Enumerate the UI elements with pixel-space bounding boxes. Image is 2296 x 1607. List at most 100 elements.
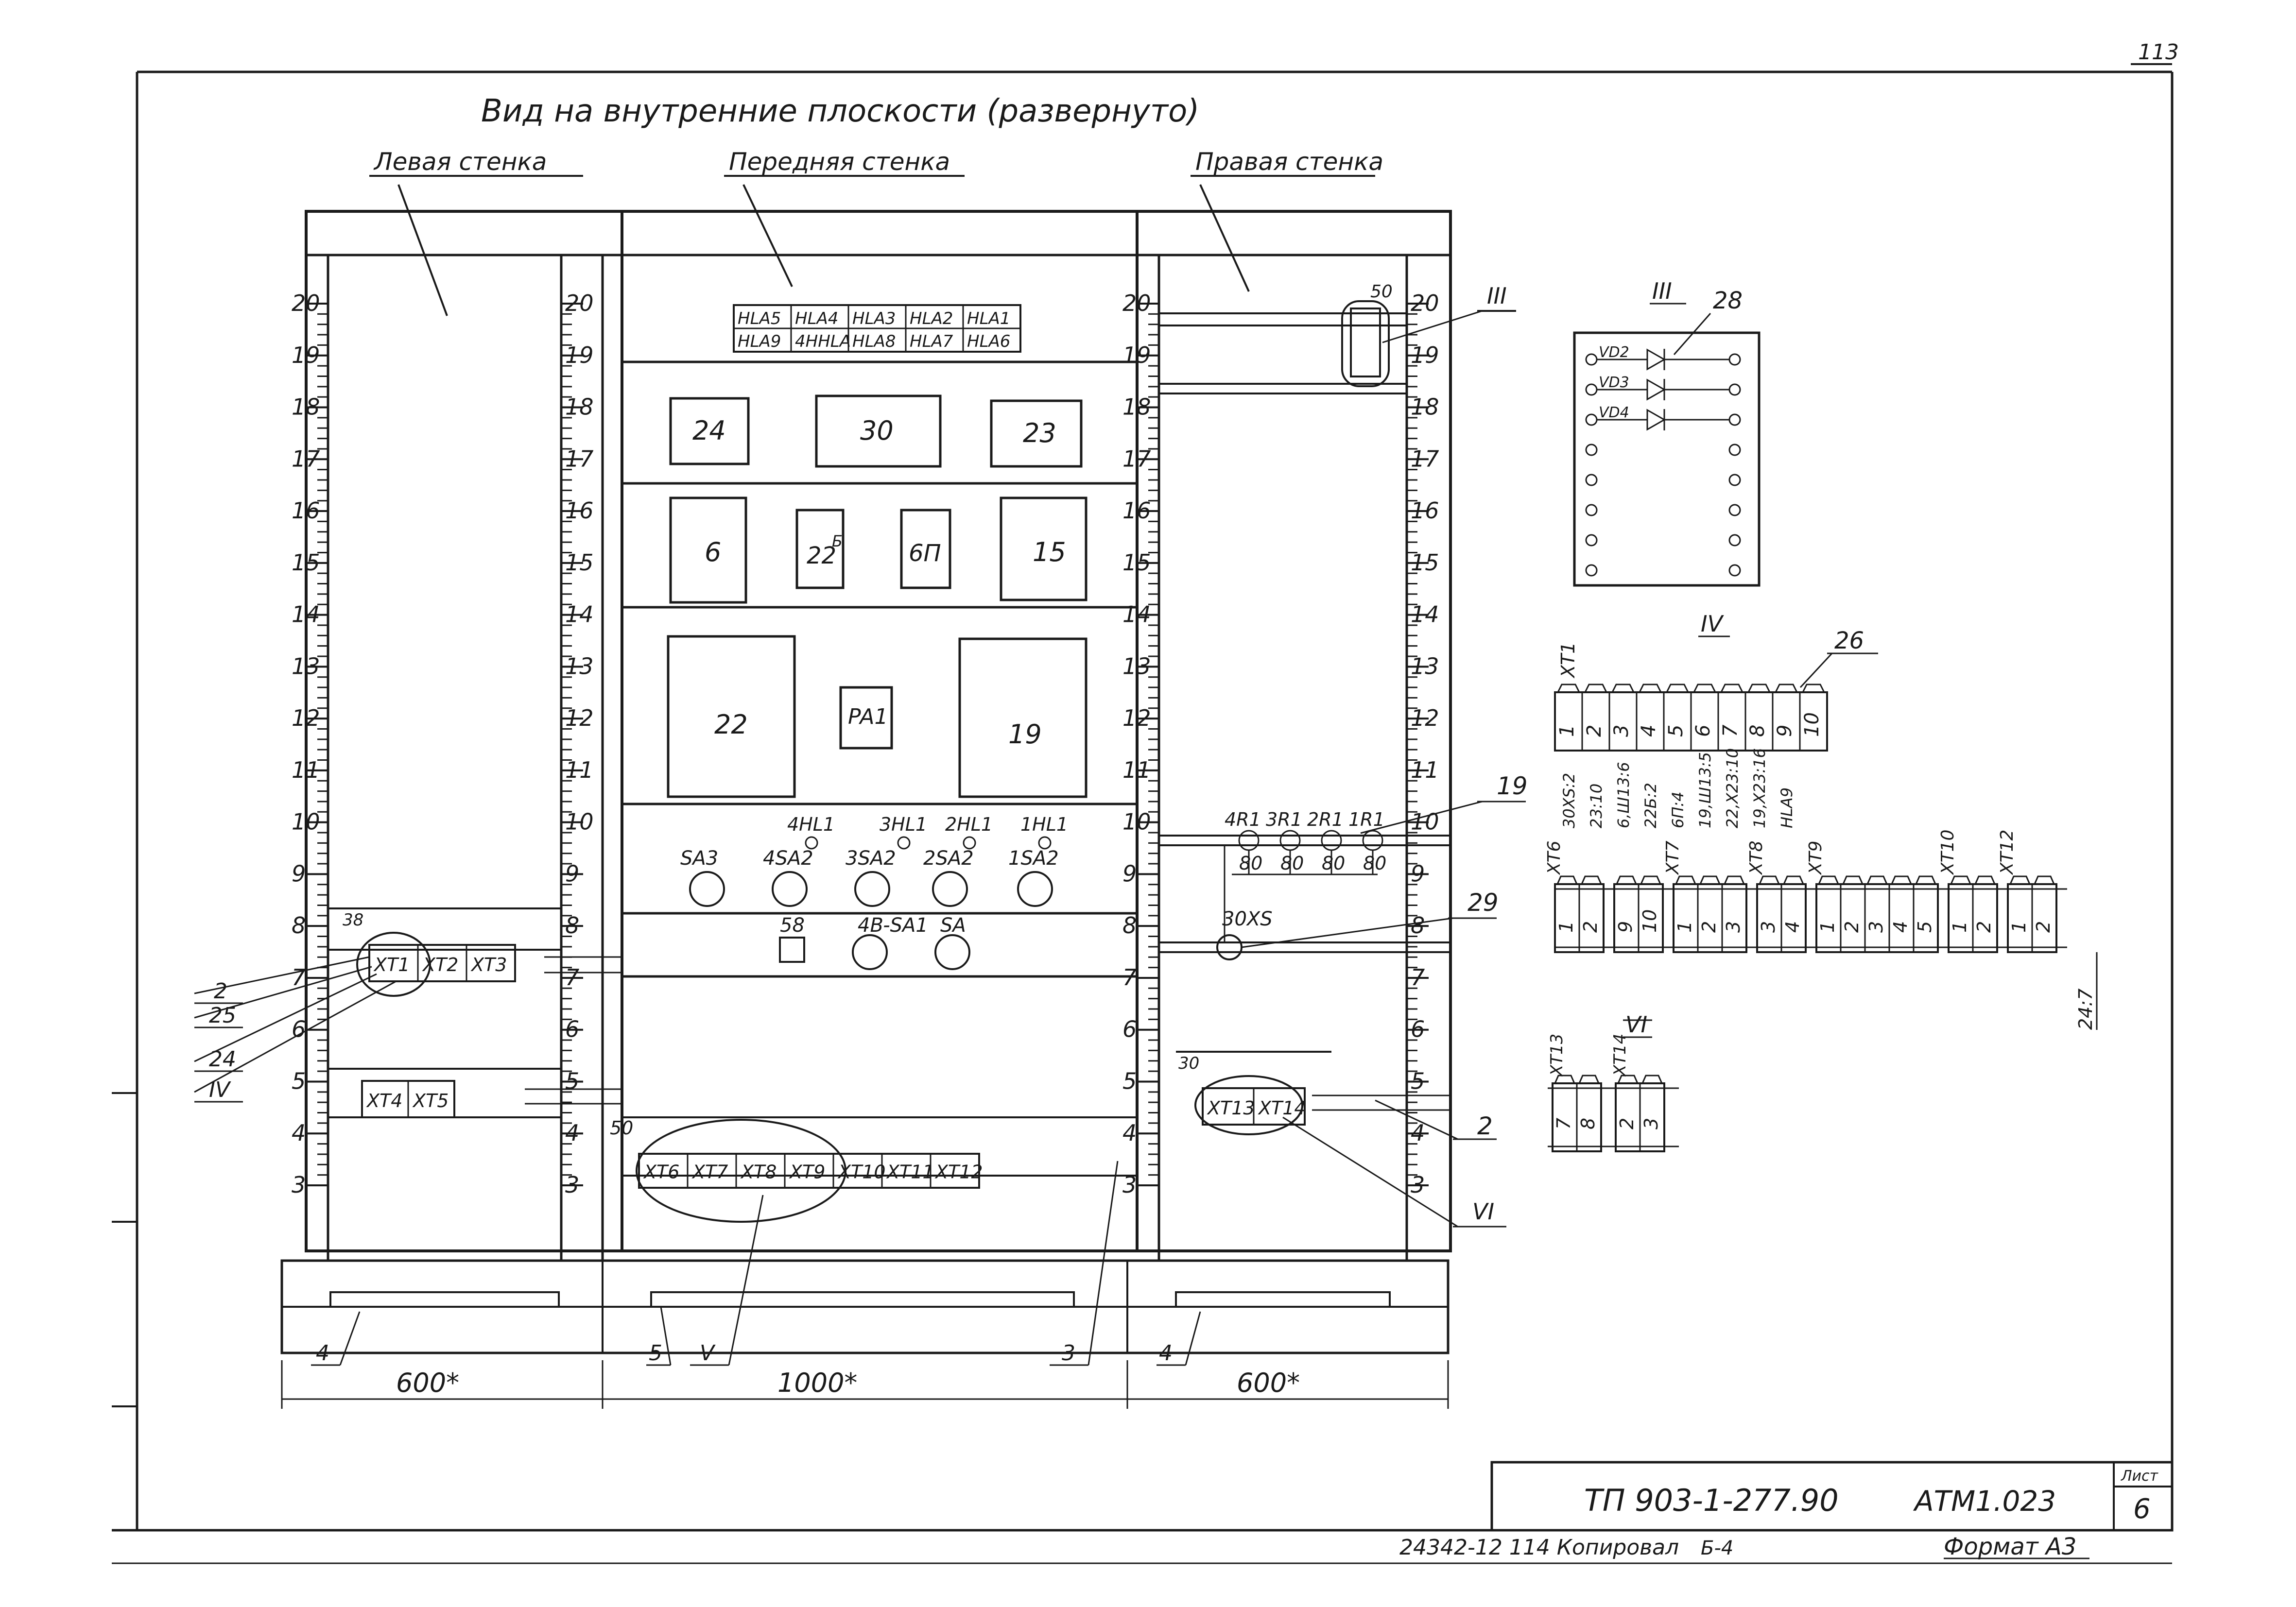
vi-0-cell-0: 7 <box>1553 1118 1574 1129</box>
left-xt1-strip <box>368 944 516 982</box>
front-xt-0: XT6 <box>643 1161 679 1182</box>
vi-clamp <box>1641 1075 1663 1084</box>
block-clamp <box>2034 875 2055 885</box>
ruler-number-1-14: 14 <box>565 601 594 628</box>
ruler-number-2-12: 12 <box>1122 705 1151 731</box>
wire-label-1: 23:10 <box>1587 784 1605 828</box>
title-block <box>1490 1461 2174 1532</box>
right-callout-VI: VI <box>1472 1198 1494 1225</box>
block-5-cell-0: 1 <box>1949 921 1970 933</box>
front-xt-6: XT12 <box>934 1161 983 1182</box>
ruler-number-2-20: 20 <box>1122 290 1151 316</box>
detail-IV-ref: 26 <box>1834 627 1864 654</box>
xt1-clamp <box>1639 684 1662 693</box>
xt1-clamp <box>1557 684 1580 693</box>
block-4-cell-4: 5 <box>1914 921 1935 933</box>
ruler-number-3-15: 15 <box>1411 549 1439 576</box>
left-xt2-1: XT5 <box>412 1090 449 1111</box>
wire-label-3: 22Б:2 <box>1641 783 1660 828</box>
ruler-number-2-19: 19 <box>1122 342 1151 368</box>
hla-bottom-2: HLA8 <box>852 332 896 351</box>
resistor-label-3: 1R1 <box>1348 809 1385 830</box>
front-boxes: 24 30 23 6 22 Б 6П 15 22 PA1 19 <box>667 394 1088 798</box>
detail-VI: VI <box>1623 1011 1652 1038</box>
dim-600-right: 600* <box>1237 1368 1300 1398</box>
front-xt-strip <box>638 1153 980 1189</box>
ruler-number-0-17: 17 <box>292 445 320 472</box>
ruler-number-1-15: 15 <box>565 549 594 576</box>
ruler-left-inner <box>560 255 604 1261</box>
left-wall-title: Левая стенка <box>373 148 547 176</box>
vi-1-cell-0: 2 <box>1616 1118 1638 1129</box>
front-wall-title: Передняя стенка <box>729 148 950 176</box>
box-19: 19 <box>1008 719 1042 750</box>
left-xt1-0: XT1 <box>373 954 410 975</box>
diode-icon <box>1646 409 1666 431</box>
left-xt2-0: XT4 <box>366 1090 402 1111</box>
pin-left <box>1585 413 1598 426</box>
block-clamp <box>1699 875 1721 885</box>
ruler-number-3-12: 12 <box>1411 705 1439 731</box>
resistor-icon <box>1279 830 1301 851</box>
bottom-label-4b: 4 <box>1159 1341 1173 1366</box>
ref-24-7: 24:7 <box>2075 989 2096 1030</box>
stamp-sheet-label: Лист <box>2121 1468 2159 1485</box>
row5-label-1: 4B-SA1 <box>858 914 928 937</box>
box-30: 30 <box>860 415 894 446</box>
hla-bottom-3: HLA7 <box>910 332 953 351</box>
ruler-number-1-5: 5 <box>565 1068 579 1094</box>
ruler-number-1-19: 19 <box>565 342 594 368</box>
switch-icon <box>689 871 725 907</box>
xt1-cell-9: 10 <box>1801 712 1823 737</box>
left-callout-24: 24 <box>209 1047 236 1072</box>
block-5-cell-1: 2 <box>1973 921 1995 933</box>
bottom-leaders <box>311 1161 1201 1366</box>
ruler-number-0-20: 20 <box>292 290 320 316</box>
pin-right <box>1728 353 1741 366</box>
left-xt1-1: XT2 <box>422 954 458 975</box>
front-xt-5: XT11 <box>886 1161 934 1182</box>
ruler-number-1-11: 11 <box>565 757 594 783</box>
xt1-clamp <box>1611 684 1635 693</box>
block-1-cell-1: 10 <box>1639 909 1660 933</box>
detail-VI-title: VI <box>1625 1011 1647 1038</box>
pin-right <box>1728 474 1741 486</box>
ruler-number-3-5: 5 <box>1411 1068 1425 1094</box>
block-clamp <box>1891 875 1912 885</box>
xt1-cell-8: 9 <box>1774 725 1796 737</box>
detail-III: III 28 <box>1573 278 1761 587</box>
right-xt-0: XT13 <box>1207 1097 1255 1119</box>
box-6p: 6П <box>909 540 941 567</box>
ruler-number-1-16: 16 <box>565 497 594 524</box>
bottom-label-4a: 4 <box>316 1341 329 1366</box>
block-6-cell-1: 2 <box>2033 921 2054 933</box>
pin-left <box>1585 474 1598 486</box>
left-callout-IV: IV <box>209 1077 231 1102</box>
ruler-number-3-8: 8 <box>1411 912 1425 939</box>
xt1-cell-4: 5 <box>1665 725 1687 737</box>
ruler-number-1-7: 7 <box>565 964 579 991</box>
ruler-number-1-4: 4 <box>565 1120 579 1146</box>
hla-top-0: HLA5 <box>738 309 781 328</box>
wire-label-5: 19,Ш13:5 <box>1696 752 1714 828</box>
callout-v-ellipse <box>636 1119 846 1223</box>
block-2-cell-2: 3 <box>1723 921 1744 933</box>
ruler-number-1-13: 13 <box>565 653 594 679</box>
lamp-icon <box>1038 836 1052 850</box>
pin-left <box>1585 564 1598 577</box>
block-clamp <box>1842 875 1864 885</box>
right-wall-title: Правая стенка <box>1195 148 1383 176</box>
left-callouts <box>194 956 397 1103</box>
vi-block-label-0: XT13 <box>1547 1034 1567 1077</box>
resistor-value-0: 80 <box>1239 853 1262 874</box>
ruler-number-2-17: 17 <box>1122 445 1151 472</box>
front-xt-2: XT8 <box>740 1161 777 1182</box>
pin-left <box>1585 444 1598 456</box>
right-callouts <box>1241 801 1526 1228</box>
ruler-number-1-20: 20 <box>565 290 594 316</box>
xt1-cell-1: 2 <box>1583 725 1605 737</box>
lamp-label-3: 1HL1 <box>1020 814 1068 835</box>
xt1-clamp <box>1666 684 1689 693</box>
